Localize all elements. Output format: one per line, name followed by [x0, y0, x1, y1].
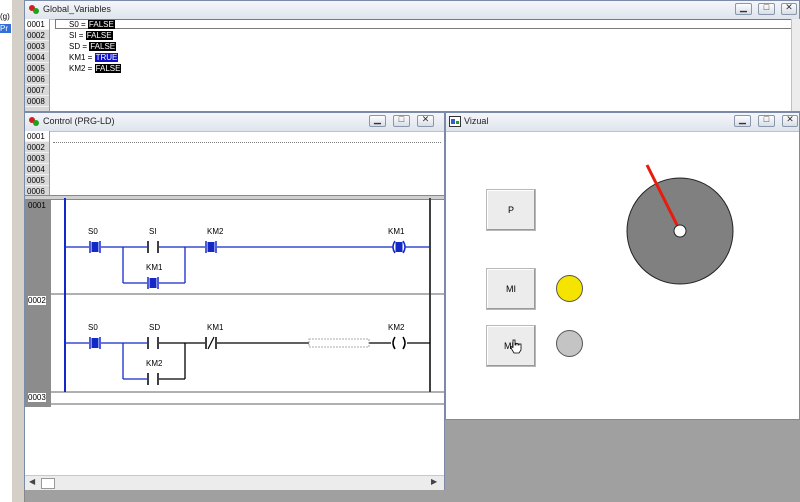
indicator-lamp-left: [556, 275, 583, 302]
left-strip-label: (g): [0, 12, 10, 21]
edit-placeholder: [308, 338, 370, 348]
current-line-highlight: [55, 19, 795, 29]
close-button[interactable]: ✕: [417, 114, 434, 127]
network-number[interactable]: 0001: [28, 201, 46, 210]
control-titlebar[interactable]: Control (PRG-LD) ▁ □ ✕: [25, 113, 444, 132]
visualization-window: Vizual ▁ □ ✕ P MI MD: [445, 112, 800, 420]
close-icon: ✕: [421, 114, 430, 124]
branch-label-km2: KM2: [146, 359, 163, 368]
motor-needle: [645, 164, 682, 232]
line-number: 0006: [25, 74, 49, 85]
var-value: FALSE: [85, 31, 113, 40]
global-var-row[interactable]: SD = FALSE: [69, 42, 117, 51]
declaration-line-numbers: 0001 0002 0003 0004 0005 0006: [25, 131, 50, 197]
right-button-md[interactable]: MD: [486, 325, 536, 367]
indicator-lamp-right: [556, 330, 583, 357]
var-value: FALSE: [89, 42, 117, 51]
minimize-icon: ▁: [739, 114, 746, 124]
declaration-splitter[interactable]: [25, 195, 444, 200]
minimize-icon: ▁: [374, 114, 381, 124]
contact-label-s0: S0: [88, 227, 98, 236]
close-button[interactable]: ✕: [782, 114, 798, 127]
var-name: SD =: [69, 42, 90, 51]
close-icon: ✕: [785, 2, 793, 12]
var-name: S0 =: [69, 20, 88, 29]
minimize-button[interactable]: ▁: [734, 114, 751, 127]
control-window: Control (PRG-LD) ▁ □ ✕ 0001 0002 0003 00…: [24, 112, 445, 490]
line-number: 0002: [25, 30, 49, 41]
visualization-titlebar[interactable]: Vizual ▁ □ ✕: [446, 113, 799, 132]
line-number: 0005: [25, 175, 49, 186]
global-variables-title: Global_Variables: [43, 4, 111, 14]
maximize-button[interactable]: □: [758, 2, 775, 15]
coil-label-km2: KM2: [388, 323, 405, 332]
var-value: FALSE: [87, 20, 115, 29]
motor-dial: [626, 164, 734, 285]
global-variables-line-numbers: 0001 0002 0003 0004 0005 0006 0007 0008: [25, 19, 50, 111]
line-number: 0008: [25, 96, 49, 107]
coil-label-km1: KM1: [388, 227, 405, 236]
right-button-md-label: MD: [504, 341, 518, 351]
line-number: 0005: [25, 63, 49, 74]
line-number: 0001: [25, 19, 49, 30]
global-var-row[interactable]: KM1 = TRUE: [69, 53, 119, 62]
var-value: FALSE: [94, 64, 122, 73]
left-button-mi[interactable]: MI: [486, 268, 536, 310]
scroll-left-icon[interactable]: ◀: [29, 477, 36, 486]
global-var-row[interactable]: SI = FALSE: [69, 31, 113, 40]
visualization-title: Vizual: [464, 116, 489, 126]
line-number: 0004: [25, 52, 49, 63]
network-2: [65, 336, 430, 385]
var-name: SI =: [69, 31, 86, 40]
contact-label-km2: KM2: [207, 227, 224, 236]
line-number: 0004: [25, 164, 49, 175]
motor-hub: [673, 224, 687, 238]
maximize-icon: □: [763, 2, 770, 12]
line-number: 0007: [25, 85, 49, 96]
line-number: 0003: [25, 153, 49, 164]
coil-km1: [392, 240, 396, 254]
contact-label-km1: KM1: [207, 323, 224, 332]
global-var-row[interactable]: KM2 = FALSE: [69, 64, 122, 73]
coil-km2: [392, 336, 396, 350]
scroll-right-icon[interactable]: ▶: [431, 477, 438, 486]
minimize-icon: ▁: [740, 2, 747, 12]
declaration-cursor-line: [53, 142, 441, 143]
minimize-button[interactable]: ▁: [735, 2, 752, 15]
scrollbar-thumb[interactable]: [41, 478, 55, 489]
ladder-diagram[interactable]: [25, 198, 444, 408]
var-name: KM1 =: [69, 53, 95, 62]
network-number[interactable]: 0002: [28, 296, 46, 305]
close-button[interactable]: ✕: [781, 2, 797, 15]
contact-label-sd: SD: [149, 323, 161, 332]
contact-label-si: SI: [149, 227, 157, 236]
network-1: [65, 240, 430, 289]
pou-icon: [29, 117, 39, 126]
global-variables-window: Global_Variables ▁ □ ✕ 0001 0002 0003 00…: [24, 0, 800, 112]
start-button-p[interactable]: P: [486, 189, 536, 231]
line-number: 0002: [25, 142, 49, 153]
minimize-button[interactable]: ▁: [369, 114, 386, 127]
global-variables-titlebar[interactable]: Global_Variables ▁ □ ✕: [25, 1, 799, 20]
hand-cursor-icon: [510, 339, 522, 354]
branch-label-km1: KM1: [146, 263, 163, 272]
network-number[interactable]: 0003: [28, 393, 46, 402]
line-number: 0001: [25, 131, 49, 142]
control-title: Control (PRG-LD): [43, 116, 115, 126]
var-name: KM2 =: [69, 64, 95, 73]
contact-label-s0: S0: [88, 323, 98, 332]
maximize-icon: □: [763, 114, 770, 124]
maximize-button[interactable]: □: [393, 114, 410, 127]
visualization-icon: [449, 116, 461, 127]
close-icon: ✕: [786, 114, 794, 124]
maximize-button[interactable]: □: [758, 114, 775, 127]
left-strip-selected[interactable]: Pr: [0, 24, 11, 33]
pou-icon: [29, 5, 39, 14]
line-number: 0003: [25, 41, 49, 52]
horizontal-scrollbar[interactable]: ◀ ▶: [25, 475, 444, 490]
global-var-row[interactable]: S0 = FALSE: [69, 20, 115, 29]
var-value: TRUE: [94, 53, 119, 62]
vertical-scrollbar[interactable]: [791, 19, 800, 111]
maximize-icon: □: [398, 114, 405, 124]
